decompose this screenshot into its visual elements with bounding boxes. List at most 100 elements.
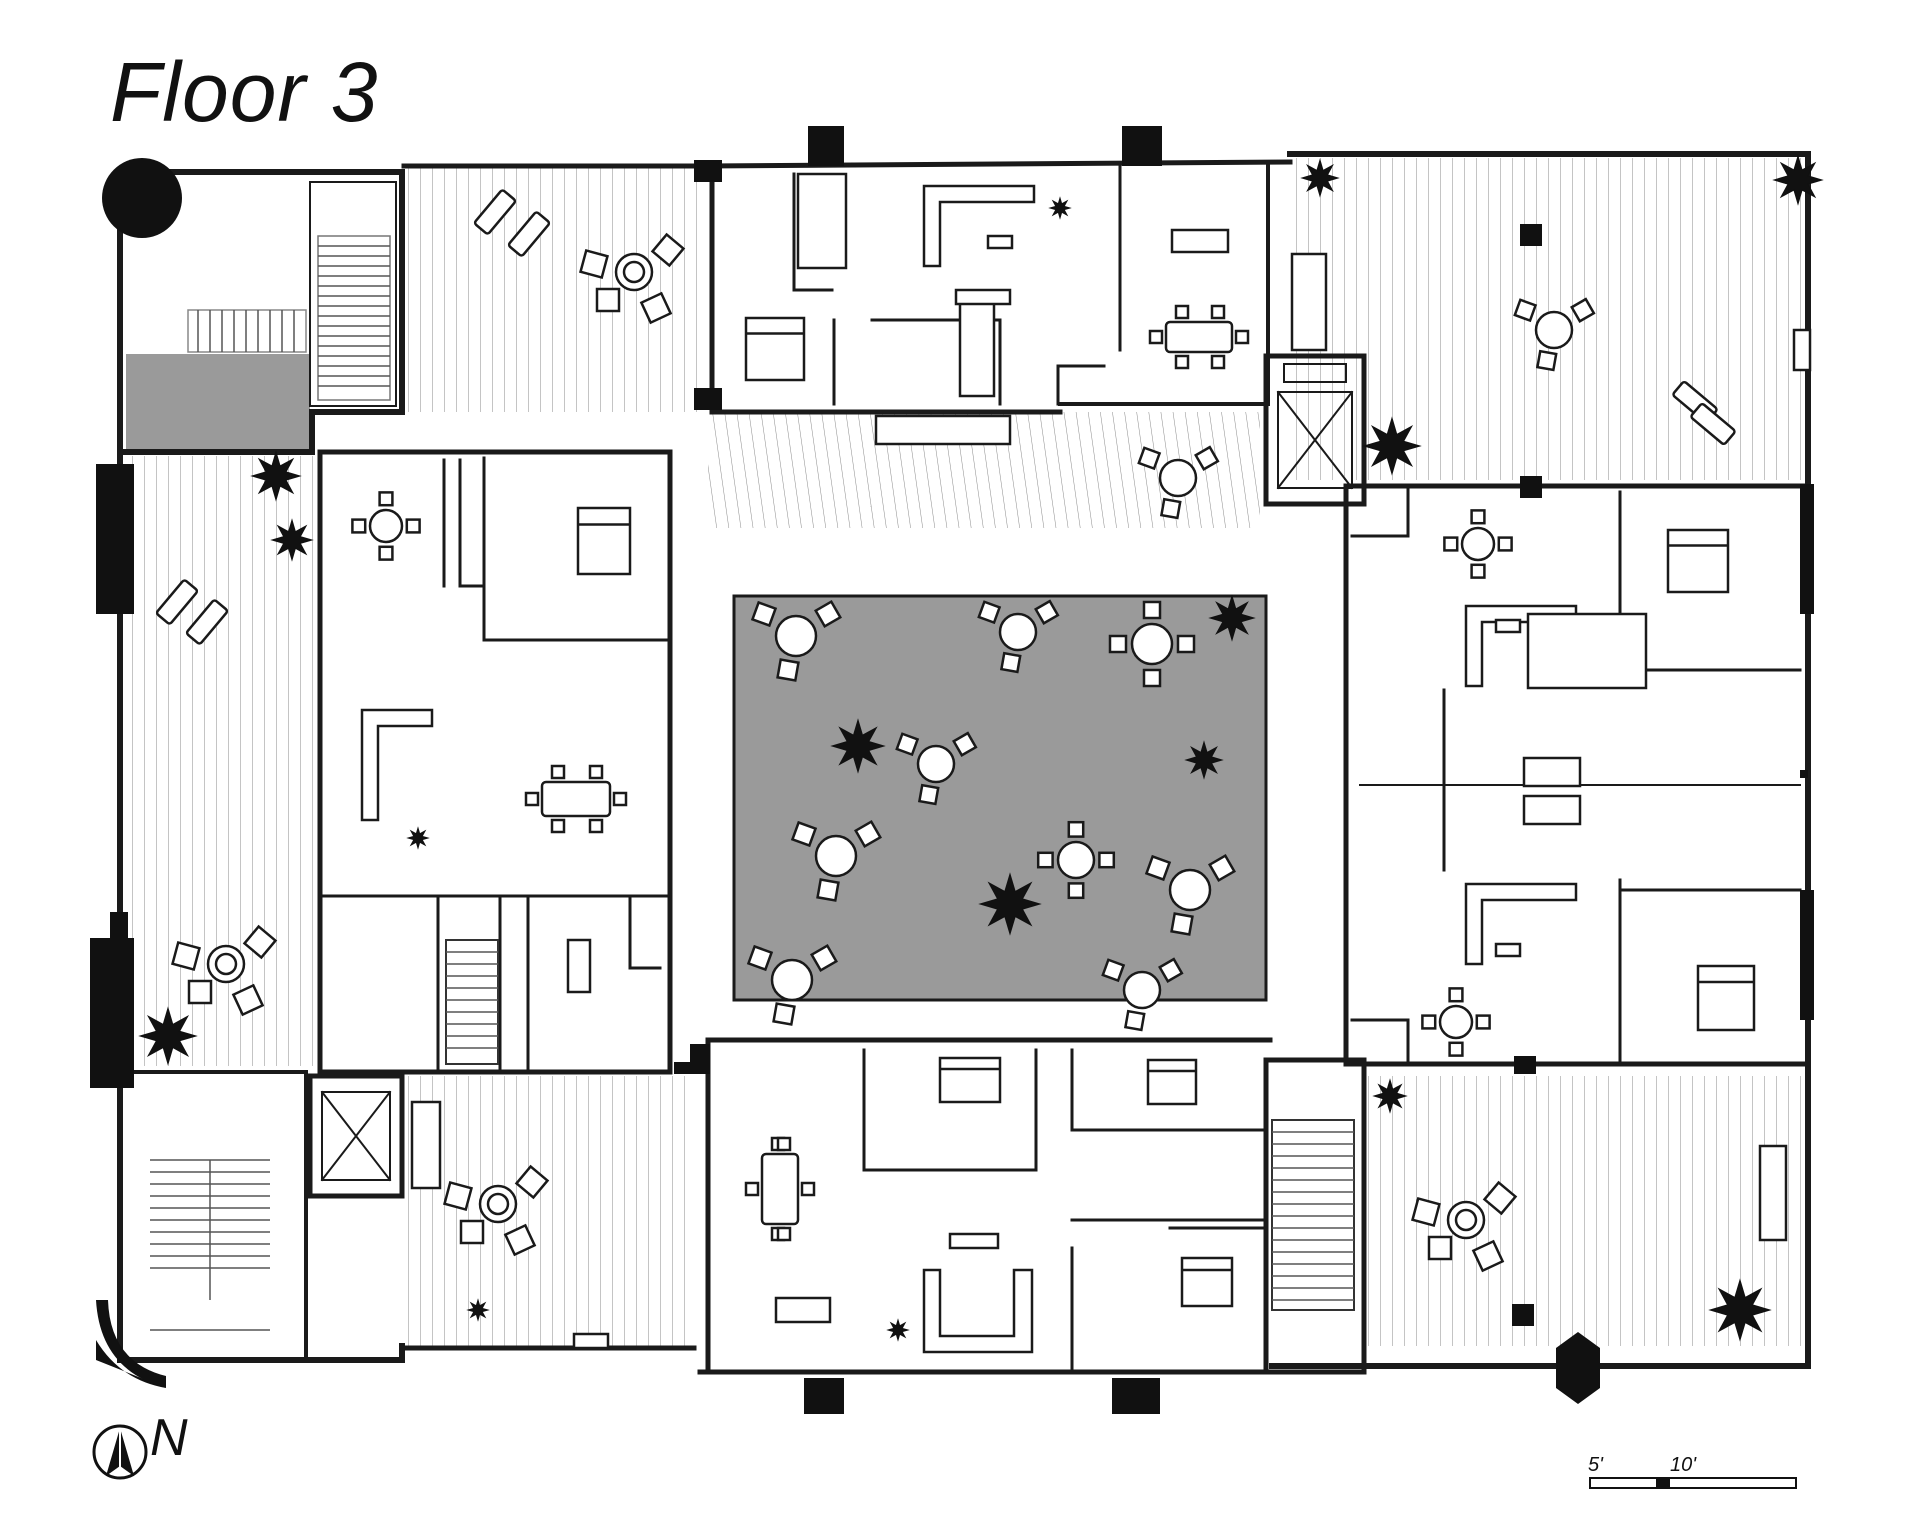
round-table bbox=[1534, 310, 1574, 350]
chair bbox=[1535, 349, 1558, 372]
chair bbox=[351, 518, 367, 534]
chair bbox=[1207, 853, 1237, 883]
lounge-chair bbox=[170, 940, 202, 972]
round-table bbox=[1168, 868, 1212, 912]
coffee-table bbox=[954, 288, 1012, 306]
bathtub bbox=[958, 290, 996, 398]
plant-icon bbox=[1048, 196, 1072, 220]
coffee-table bbox=[774, 1296, 832, 1324]
round-table bbox=[814, 834, 858, 878]
coffee-table bbox=[1494, 942, 1522, 958]
plant-icon bbox=[466, 1298, 490, 1322]
kitchen-unit bbox=[1290, 252, 1328, 352]
chair bbox=[405, 518, 421, 534]
round-table bbox=[1122, 970, 1162, 1010]
chair bbox=[813, 599, 843, 629]
sofa bbox=[360, 708, 434, 822]
chair bbox=[1034, 599, 1060, 625]
round-table bbox=[916, 744, 956, 784]
coffee-table bbox=[986, 234, 1014, 250]
chair bbox=[1470, 509, 1486, 525]
lounge-chair bbox=[639, 291, 673, 325]
chair bbox=[524, 791, 540, 807]
lounge-chair bbox=[1482, 1180, 1518, 1216]
lounge-chair bbox=[1471, 1239, 1505, 1273]
round-table bbox=[774, 614, 818, 658]
bed bbox=[938, 1056, 1002, 1104]
chair bbox=[378, 491, 394, 507]
chair bbox=[1513, 298, 1538, 323]
lounge-chair bbox=[231, 983, 265, 1017]
chair bbox=[952, 731, 978, 757]
bathtub bbox=[1522, 794, 1582, 826]
lounge-chair bbox=[514, 1164, 550, 1200]
chair bbox=[999, 651, 1022, 674]
round-table bbox=[1460, 526, 1496, 562]
plant-icon bbox=[886, 1318, 910, 1342]
sun-lounger bbox=[473, 189, 517, 235]
round-table bbox=[368, 508, 404, 544]
lounge-chair bbox=[459, 1219, 485, 1245]
umbrella-hub bbox=[486, 1192, 510, 1216]
stairs bbox=[150, 235, 1355, 1331]
sofa-back bbox=[1526, 612, 1648, 690]
chair bbox=[1144, 854, 1172, 882]
chair bbox=[1036, 851, 1054, 869]
chair bbox=[1170, 912, 1194, 936]
lounge-chair bbox=[503, 1223, 537, 1257]
bed bbox=[1180, 1256, 1234, 1308]
chair bbox=[776, 1136, 792, 1152]
chair bbox=[746, 944, 774, 972]
bed bbox=[744, 316, 806, 382]
chair bbox=[1234, 329, 1250, 345]
plant-icon bbox=[1362, 416, 1422, 476]
sun-lounger bbox=[1690, 402, 1736, 446]
kitchen-counter bbox=[874, 414, 1012, 446]
planter-box bbox=[410, 1100, 442, 1190]
sun-lounger bbox=[507, 211, 551, 257]
coffee-table bbox=[1494, 618, 1522, 634]
chair bbox=[1174, 304, 1190, 320]
chair bbox=[1448, 1041, 1464, 1057]
walls bbox=[117, 151, 1811, 1375]
lounge-chair bbox=[595, 287, 621, 313]
stair-nw bbox=[187, 235, 391, 401]
umbrella-hub bbox=[214, 952, 238, 976]
plant-icon bbox=[1372, 1078, 1408, 1114]
chair bbox=[1148, 329, 1164, 345]
plant-icon bbox=[1772, 154, 1824, 206]
chair bbox=[1570, 297, 1596, 323]
lounge-chair bbox=[442, 1180, 474, 1212]
chair bbox=[776, 658, 800, 682]
plant-icon bbox=[1208, 594, 1256, 642]
chair bbox=[1159, 497, 1182, 520]
round-table bbox=[770, 958, 814, 1002]
plant-icon bbox=[138, 1006, 198, 1066]
plant-icon bbox=[1184, 740, 1224, 780]
plant-icon bbox=[830, 718, 886, 774]
chair bbox=[800, 1181, 816, 1197]
planter-box bbox=[1758, 1144, 1788, 1242]
round-table bbox=[1130, 622, 1174, 666]
scale-bar bbox=[1589, 1477, 1797, 1489]
stair-sw bbox=[150, 1159, 270, 1331]
chair bbox=[1210, 304, 1226, 320]
chair bbox=[1123, 1009, 1146, 1032]
bed bbox=[1696, 964, 1756, 1032]
umbrella-hub bbox=[622, 260, 646, 284]
chair bbox=[809, 943, 839, 973]
chair bbox=[744, 1181, 760, 1197]
round-table bbox=[1056, 840, 1096, 880]
sun-lounger bbox=[155, 579, 199, 625]
chair bbox=[1210, 354, 1226, 370]
dining-table bbox=[1164, 320, 1234, 354]
deck-north-west bbox=[406, 168, 704, 412]
columns bbox=[90, 126, 1814, 1414]
stair-s-center bbox=[1271, 1119, 1355, 1311]
plant-icon bbox=[406, 826, 430, 850]
lounge-chair bbox=[578, 248, 610, 280]
chair bbox=[1137, 446, 1162, 471]
chair bbox=[1142, 668, 1162, 688]
chair bbox=[1101, 958, 1126, 983]
coffee-table bbox=[1170, 228, 1230, 254]
